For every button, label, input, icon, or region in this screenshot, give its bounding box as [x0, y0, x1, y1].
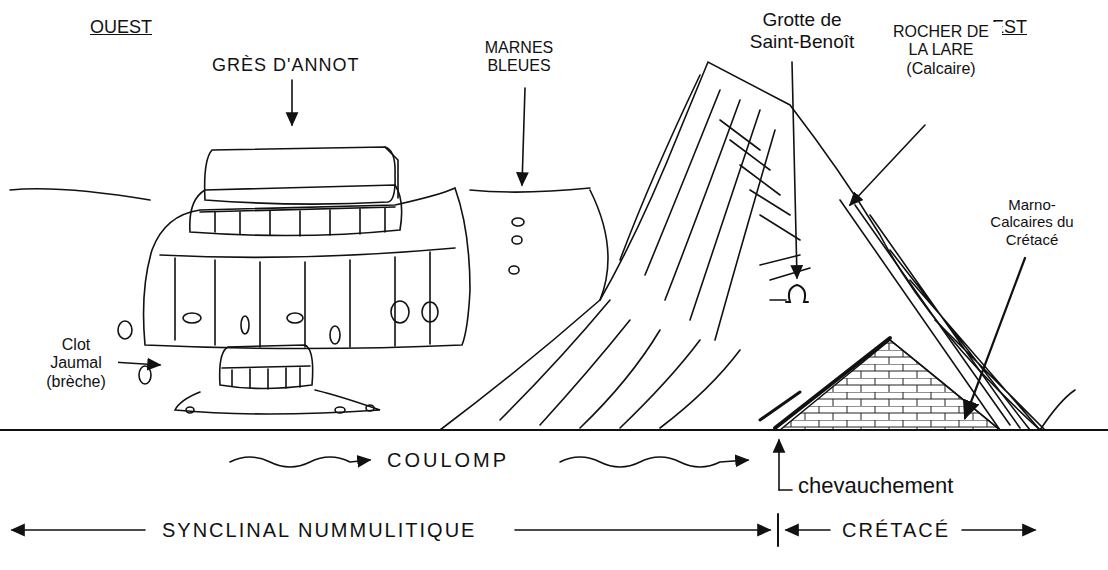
formation-label: Marno-Calcaires du Crétacé: [978, 195, 1086, 249]
river-label: COULOMP: [385, 448, 511, 473]
unit-label: CRÉTACÉ: [840, 518, 952, 543]
structure-label: chevauchement: [796, 472, 955, 499]
unit-label: SYNCLINAL NUMMULITIQUE: [160, 518, 478, 543]
compass-label: OUEST: [88, 16, 154, 39]
formation-label: GRÈS D'ANNOT: [210, 54, 361, 77]
leader-arrows: [12, 62, 1035, 546]
rock-label: ROCHER DE LA LARE (Calcaire): [880, 22, 1002, 79]
formation-label: MARNES BLEUES: [462, 38, 576, 77]
rock-label: Clot Jaumal (brèche): [34, 335, 118, 392]
cave-label: Grotte de Saint-Benoît: [735, 8, 869, 54]
landscape: [0, 62, 1108, 430]
